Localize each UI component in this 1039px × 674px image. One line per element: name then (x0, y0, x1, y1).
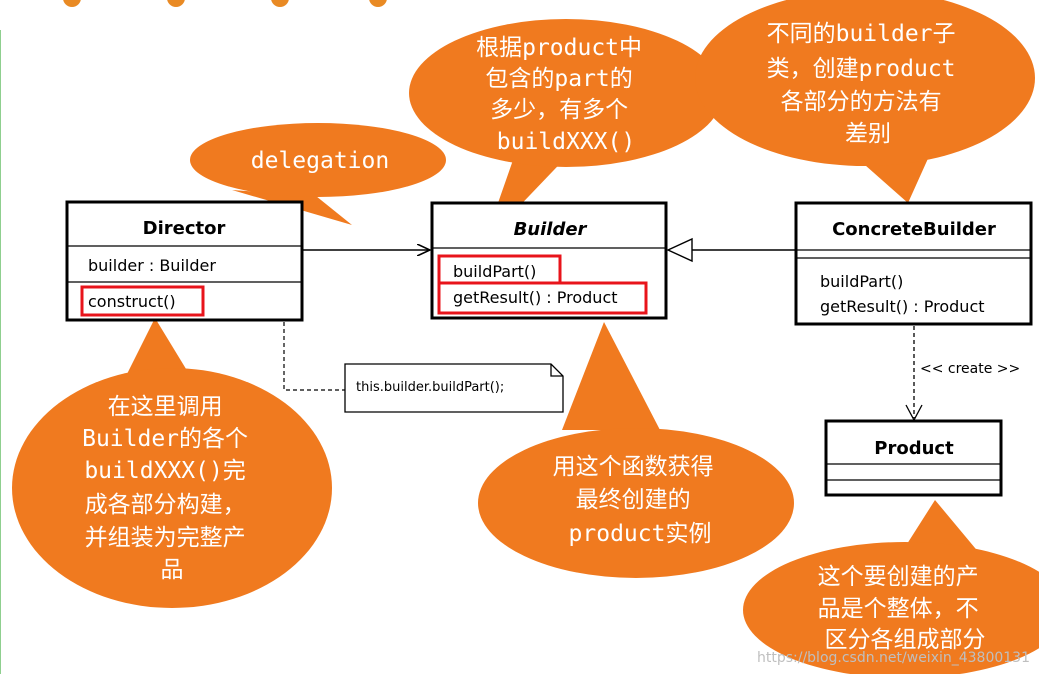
bubble-parts-line-4: buildXXX() (497, 129, 635, 155)
bubble-parts-text: 根据product中 包含的part的 多少，有多个 buildXXX() (476, 35, 656, 155)
dot-1 (63, 0, 81, 7)
bubble-get-result-text: 用这个函数获得 最终创建的 product实例 (553, 454, 728, 547)
builder-title: Builder (514, 219, 588, 240)
code-note: this.builder.buildPart(); (344, 363, 564, 413)
dot-4 (369, 0, 387, 7)
class-director: Director builder : Builder construct() (65, 200, 304, 322)
bubble-subclasses-line-4: 差别 (845, 121, 891, 147)
concrete-builder-title: ConcreteBuilder (832, 219, 996, 240)
construct-highlight (80, 285, 205, 317)
bubble-get-result-line-2: 最终创建的 (576, 487, 691, 513)
bubble-delegation-text: delegation (251, 148, 389, 174)
generalization-triangle (666, 237, 693, 263)
dot-3 (271, 0, 289, 7)
dot-2 (167, 0, 185, 7)
note-link-line (283, 308, 345, 391)
bubble-product-whole-line-3: 区分各组成部分 (825, 627, 986, 653)
get-result-highlight (437, 281, 648, 315)
bubble-parts-line-3: 多少，有多个 (490, 97, 628, 123)
director-title: Director (143, 218, 226, 239)
class-concrete-builder: ConcreteBuilder buildPart() getResult() … (794, 201, 1033, 326)
bubble-parts-line-2: 包含的part的 (485, 66, 632, 92)
bubble-parts-line-1: 根据product中 (476, 35, 642, 61)
bubble-get-result-line-3: product实例 (569, 521, 712, 547)
class-builder: Builder buildPart() getResult() : Produc… (430, 201, 668, 320)
bubble-product-whole-line-1: 这个要创建的产 (818, 564, 979, 590)
create-label: << create >> (920, 361, 1020, 377)
decorative-dots (63, 0, 387, 7)
note-text: this.builder.buildPart(); (356, 380, 504, 395)
bubble-construct-line-5: 并组装为完整产 (85, 525, 246, 551)
bubble-subclasses-line-3: 各部分的方法有 (781, 89, 942, 115)
concrete-builder-operation-2: getResult() : Product (820, 297, 985, 316)
bubble-subclasses-line-2: 类，创建product (767, 56, 956, 82)
bubble-get-result: 用这个函数获得 最终创建的 product实例 (478, 322, 794, 578)
class-product: Product (824, 419, 1003, 497)
bubble-product-whole-line-2: 品是个整体，不 (818, 596, 979, 622)
builder-operation-1: buildPart() (453, 262, 536, 281)
watermark: https://blog.csdn.net/weixin_43800131 (757, 650, 1030, 666)
bubble-construct-line-3: buildXXX()完 (84, 458, 245, 484)
bubble-construct-line-4: 成各部分构建， (85, 492, 246, 518)
bubble-product-whole: 这个要创建的产 品是个整体，不 区分各组成部分 (743, 500, 1039, 674)
bubble-construct-line-1: 在这里调用 (108, 394, 223, 420)
director-operation: construct() (88, 292, 176, 311)
bubble-get-result-line-1: 用这个函数获得 (553, 454, 714, 480)
bubble-delegation-line-1: delegation (251, 148, 389, 174)
bubble-construct: 在这里调用 Builder的各个 buildXXX()完 成各部分构建， 并组装… (12, 318, 332, 608)
bubble-parts: 根据product中 包含的part的 多少，有多个 buildXXX() (409, 19, 723, 243)
product-title: Product (874, 438, 954, 459)
bubble-construct-line-2: Builder的各个 (82, 426, 248, 452)
concrete-builder-operation-1: buildPart() (820, 272, 903, 291)
bubble-subclasses-text: 不同的builder子 类，创建product 各部分的方法有 差别 (767, 21, 970, 147)
director-attribute: builder : Builder (88, 256, 216, 275)
bubble-subclasses: 不同的builder子 类，创建product 各部分的方法有 差别 (695, 0, 1035, 203)
builder-operation-2: getResult() : Product (453, 288, 618, 307)
bubble-construct-text: 在这里调用 Builder的各个 buildXXX()完 成各部分构建， 并组装… (82, 394, 262, 583)
bubble-subclasses-line-1: 不同的builder子 (767, 21, 956, 47)
bubble-construct-line-6: 品 (161, 557, 184, 583)
bubble-product-whole-text: 这个要创建的产 品是个整体，不 区分各组成部分 (818, 564, 993, 653)
